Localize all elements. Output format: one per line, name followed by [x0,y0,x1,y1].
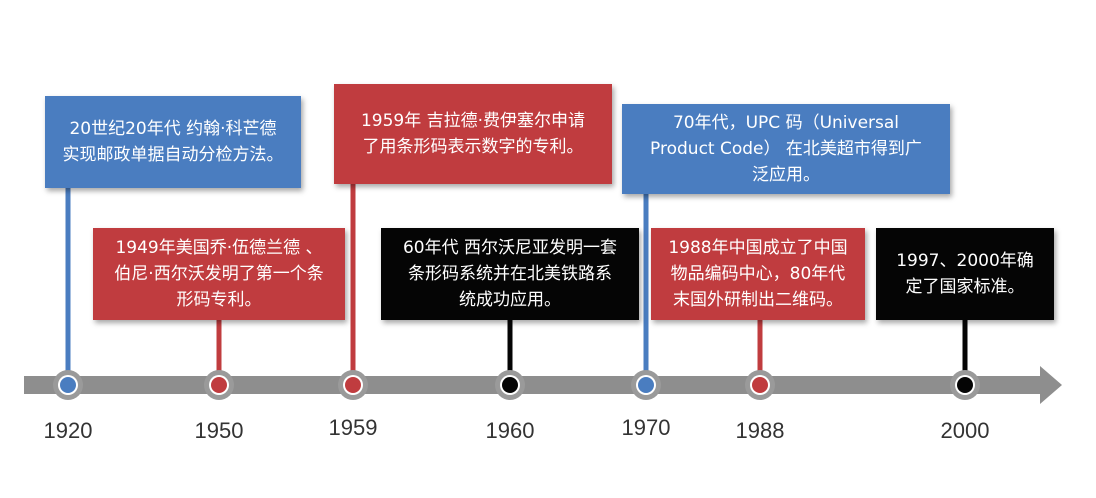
event-text-1960: 60年代 西尔沃尼亚发明一套 条形码系统并在北美铁路系 统成功应用。 [402,238,618,310]
event-box-1988: 1988年中国成立了中国 物品编码中心，80年代 末国外研制出二维码。 [651,228,865,320]
year-label-1970: 1970 [621,415,671,440]
event-text-2000: 1997、2000年确 定了国家标准。 [896,251,1034,297]
connector-line-1960 [507,320,513,385]
connector-line-1970 [643,194,649,385]
event-text-1920: 20世纪20年代 约翰·科芒德 实现邮政单据自动分检方法。 [62,119,284,165]
marker-dot-2000 [957,377,973,393]
marker-dot-1960 [502,377,518,393]
event-box-1970: 70年代，UPC 码（Universal Product Code） 在北美超市… [622,104,950,194]
event-box-1920: 20世纪20年代 约翰·科芒德 实现邮政单据自动分检方法。 [45,96,301,188]
marker-dot-1959 [345,377,361,393]
event-text-1970: 70年代，UPC 码（Universal Product Code） 在北美超市… [650,113,922,185]
event-text-1959: 1959年 吉拉德·费伊塞尔申请 了用条形码表示数字的专利。 [360,111,586,157]
connector-line-2000 [962,320,968,385]
marker-dot-1950 [211,377,227,393]
marker-dot-1988 [752,377,768,393]
event-box-1950: 1949年美国乔·伍德兰德 、 伯尼·西尔沃发明了第一个条 形码专利。 [93,228,345,320]
marker-dot-1920 [60,377,76,393]
year-label-1960: 1960 [485,418,535,443]
year-label-2000: 2000 [940,418,990,443]
marker-dot-1970 [638,377,654,393]
year-label-1959: 1959 [328,415,378,440]
event-text-1950: 1949年美国乔·伍德兰德 、 伯尼·西尔沃发明了第一个条 形码专利。 [114,238,324,310]
event-box-1960: 60年代 西尔沃尼亚发明一套 条形码系统并在北美铁路系 统成功应用。 [381,228,639,320]
connector-line-1950 [216,320,222,385]
year-label-1920: 1920 [43,418,93,443]
event-box-1959: 1959年 吉拉德·费伊塞尔申请 了用条形码表示数字的专利。 [334,84,612,184]
event-text-1988: 1988年中国成立了中国 物品编码中心，80年代 末国外研制出二维码。 [668,238,848,310]
event-box-2000: 1997、2000年确 定了国家标准。 [876,228,1054,320]
year-label-1950: 1950 [194,418,244,443]
connector-lines [65,184,968,385]
connector-line-1920 [65,188,71,385]
year-label-1988: 1988 [735,418,785,443]
timeline-markers [53,370,980,400]
connector-line-1988 [757,320,763,385]
connector-line-1959 [350,184,356,385]
timeline-axis [24,366,1062,404]
